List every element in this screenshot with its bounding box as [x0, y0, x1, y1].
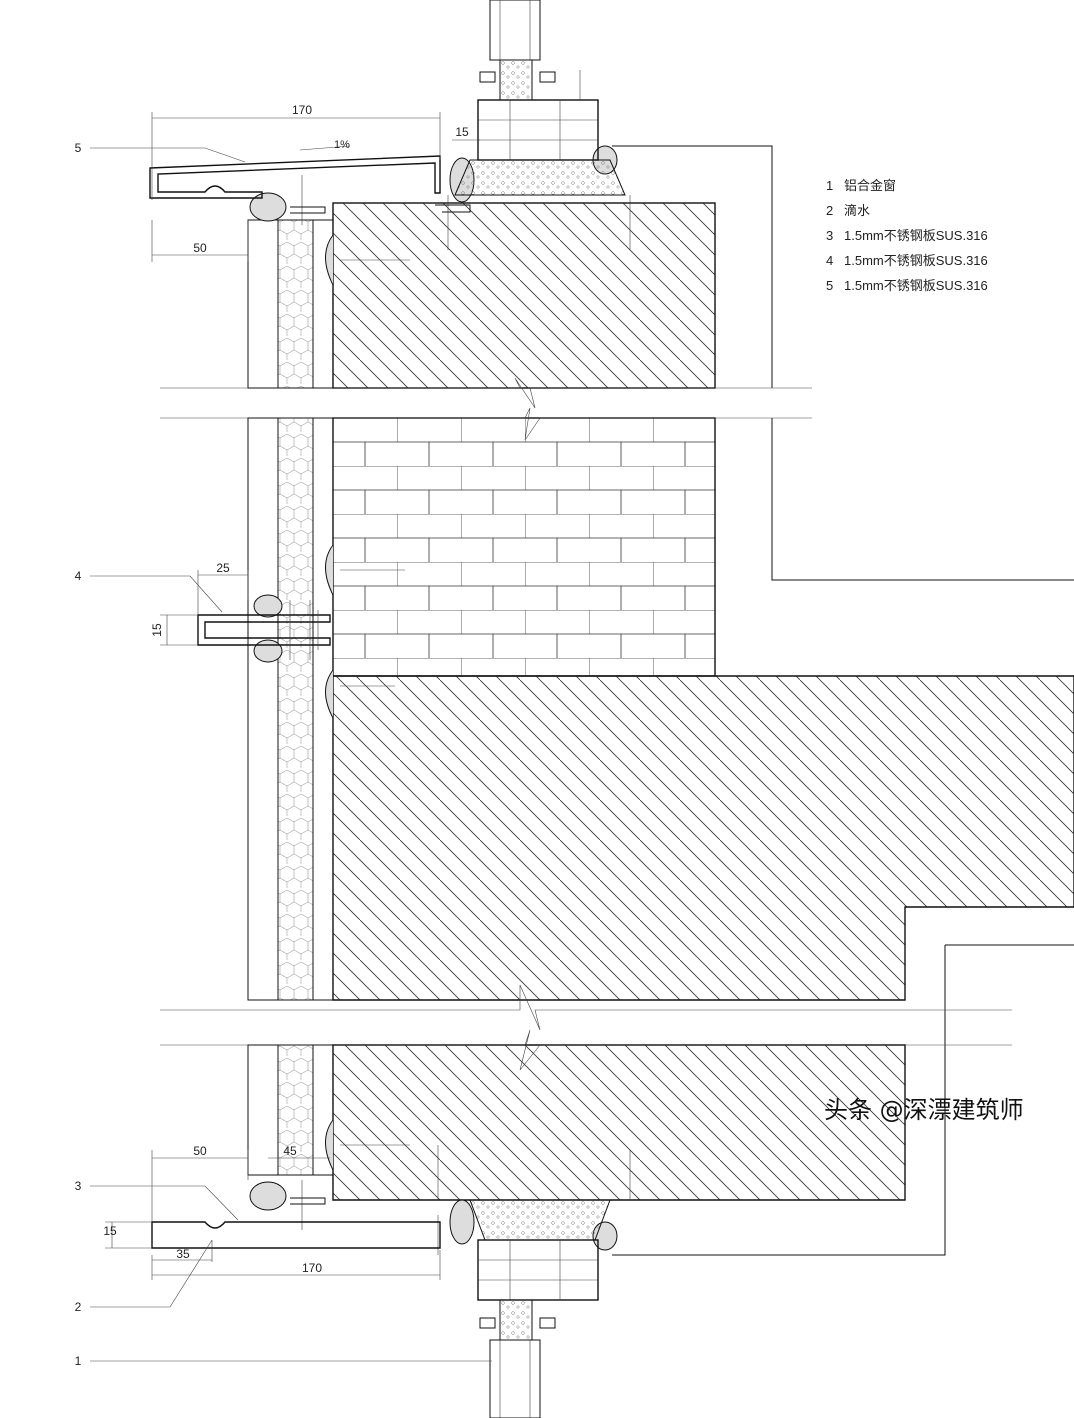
- upper-concrete-block: [332, 202, 716, 389]
- lower-concrete-slab: [332, 675, 1074, 1256]
- dim-top-width: 170: [292, 103, 312, 117]
- dim-bot-drip: 35: [176, 1247, 190, 1261]
- dim-bot-depth: 50: [193, 1144, 207, 1158]
- anchor-bolts: [301, 175, 631, 1255]
- legend-item-3-text: 1.5mm不锈钢板SUS.316: [844, 228, 988, 243]
- callout-1: 1: [75, 1354, 82, 1368]
- callout-5: 5: [75, 141, 82, 155]
- legend-item-3-num: 3: [826, 228, 833, 243]
- dim-mid-width: 25: [216, 561, 230, 575]
- watermark: 头条 @深漂建筑师: [824, 1096, 1024, 1124]
- callout-4: 4: [75, 569, 82, 583]
- mid-joint-flashing: [197, 600, 331, 660]
- dim-top-gap: 15: [455, 125, 469, 139]
- callout-leaders: [90, 147, 492, 1362]
- break-lines: [160, 377, 1012, 1071]
- insulation-panel: [247, 219, 334, 1176]
- top-window-frame: [454, 0, 626, 196]
- bottom-window-frame: [469, 1199, 611, 1418]
- dim-top-depth: 50: [193, 241, 207, 255]
- dimension-lines: [105, 112, 480, 1280]
- legend-item-5-text: 1.5mm不锈钢板SUS.316: [844, 278, 988, 293]
- legend: 1 铝合金窗 2 滴水 3 1.5mm不锈钢板SUS.316 4 1.5mm不锈…: [826, 178, 988, 293]
- bottom-soffit-flashing: [151, 1197, 441, 1249]
- dim-bot-width: 170: [302, 1261, 322, 1275]
- legend-item-5-num: 5: [826, 278, 833, 293]
- top-sill-flashing: [149, 155, 471, 214]
- dim-bot-height: 15: [103, 1224, 117, 1238]
- brick-wall: [332, 417, 716, 677]
- legend-item-2-num: 2: [826, 203, 833, 218]
- interior-outline: [612, 145, 1074, 676]
- legend-item-1-num: 1: [826, 178, 833, 193]
- legend-item-2-text: 滴水: [844, 203, 870, 218]
- legend-item-1-text: 铝合金窗: [844, 178, 896, 193]
- callout-3: 3: [75, 1179, 82, 1193]
- callout-2: 2: [75, 1300, 82, 1314]
- legend-item-4-num: 4: [826, 253, 833, 268]
- dim-bot-gap: 45: [283, 1144, 297, 1158]
- dim-mid-height: 15: [150, 623, 164, 637]
- dim-top-slope: 1%: [334, 139, 350, 151]
- legend-item-4-text: 1.5mm不锈钢板SUS.316: [844, 253, 988, 268]
